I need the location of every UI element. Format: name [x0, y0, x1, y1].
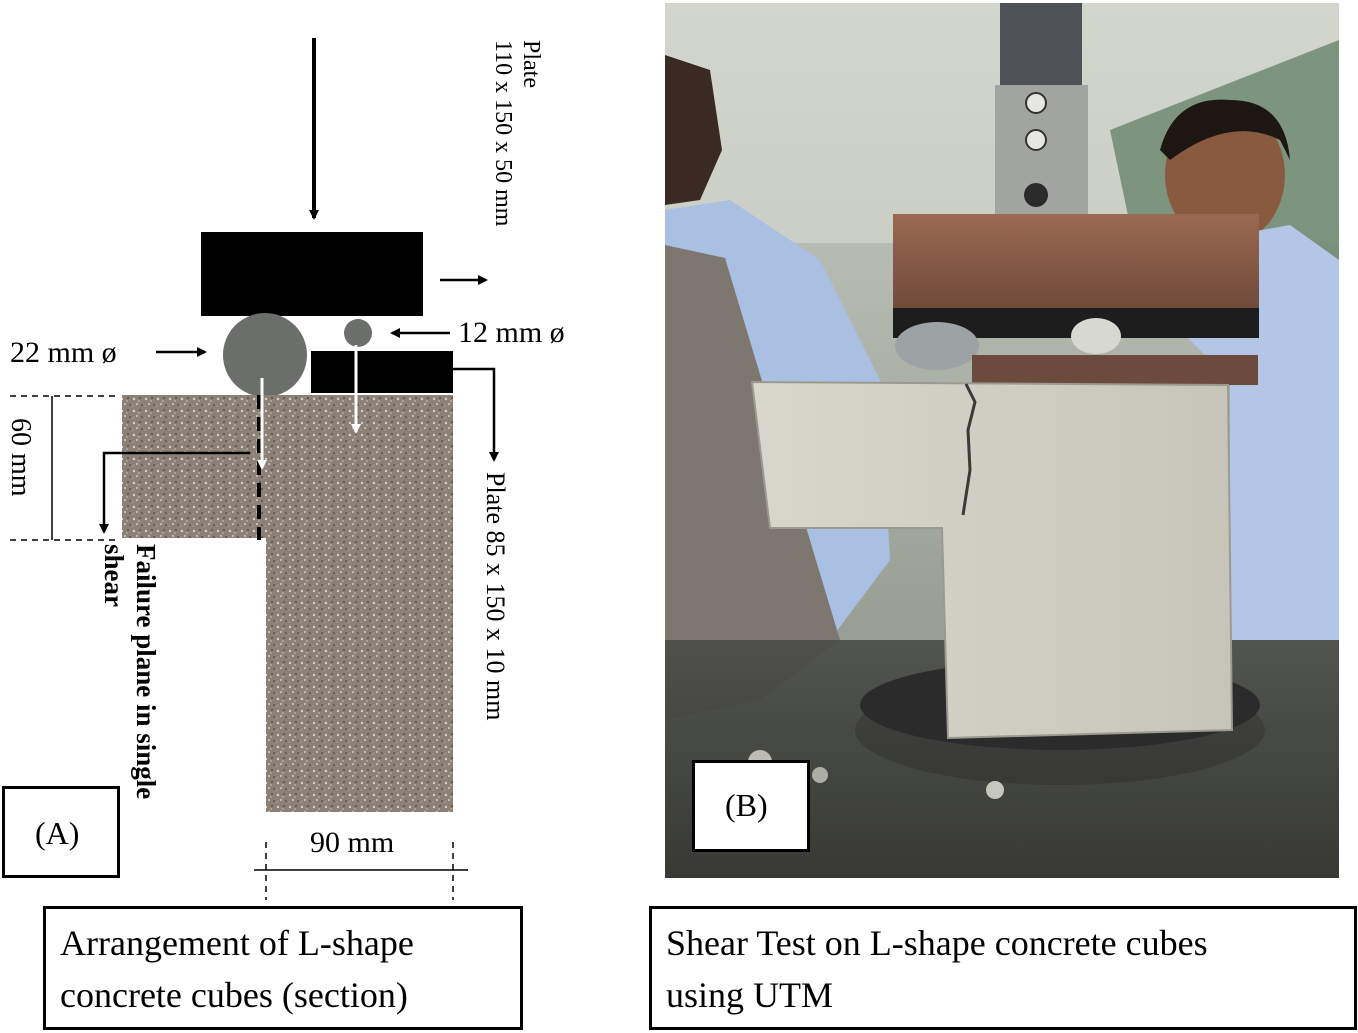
person-right-hair	[1160, 99, 1290, 160]
panel-a-tag: (A)	[35, 815, 80, 851]
machine-ram	[1000, 3, 1082, 93]
panel-b-tag: (B)	[725, 787, 768, 823]
photo-roller-large	[895, 322, 979, 370]
panel-b-tag-box: (B)	[692, 760, 810, 852]
failure-plane-label-line2: shear	[99, 544, 129, 607]
plate-top-label-line2: 110 x 150 x 50 mm	[490, 40, 516, 227]
failure-plane-pointer	[99, 451, 250, 534]
photo-l-cube	[750, 380, 1234, 740]
panel-a-caption-line1: Arrangement of L-shape	[60, 923, 414, 963]
panel-a-caption: Arrangement of L-shape concrete cubes (s…	[43, 906, 523, 1030]
photo-roller-small	[1071, 318, 1121, 354]
panel-b-photo	[665, 3, 1339, 878]
photo-bottom-plate	[972, 355, 1258, 385]
photo-top-plate	[893, 214, 1259, 314]
plate-top-label-line1: Plate	[518, 40, 544, 88]
ram-bolt-1	[1025, 92, 1047, 114]
photo-dust-3	[986, 781, 1004, 799]
photo-panel-left	[665, 245, 840, 720]
panel-b-caption-line2: using UTM	[666, 975, 834, 1015]
panel-a-caption-line2: concrete cubes (section)	[60, 975, 408, 1015]
failure-plane-label-line1: Failure plane in single	[131, 544, 161, 800]
top-plate	[201, 232, 423, 316]
bottom-plate	[311, 351, 453, 393]
failure-plane-label: Failure plane in single shear	[98, 544, 162, 799]
l-shape-concrete	[122, 395, 453, 812]
bottom-plate-pointer	[453, 367, 499, 462]
photo-crack	[961, 383, 977, 516]
person-left-head	[665, 55, 722, 205]
height-dim-label: 60 mm	[5, 418, 36, 497]
photo-dust-2	[812, 767, 828, 783]
ram-bolt-3	[1024, 183, 1048, 207]
plate-bottom-label: Plate 85 x 150 x 10 mm	[481, 472, 510, 721]
width-dim-label: 90 mm	[310, 826, 395, 859]
panel-a-tag-box: (A)	[2, 786, 120, 878]
panel-b-caption: Shear Test on L-shape concrete cubes usi…	[649, 906, 1357, 1030]
large-roller	[223, 313, 307, 397]
panel-b-caption-line1: Shear Test on L-shape concrete cubes	[666, 923, 1208, 963]
plate-top-label: Plate 110 x 150 x 50 mm	[489, 40, 545, 226]
roller-large-label: 22 mm ø	[10, 336, 117, 369]
panel-a-diagram	[10, 38, 499, 900]
roller-small-label: 12 mm ø	[458, 316, 565, 349]
small-roller	[344, 319, 372, 347]
ram-bolt-2	[1025, 129, 1047, 151]
